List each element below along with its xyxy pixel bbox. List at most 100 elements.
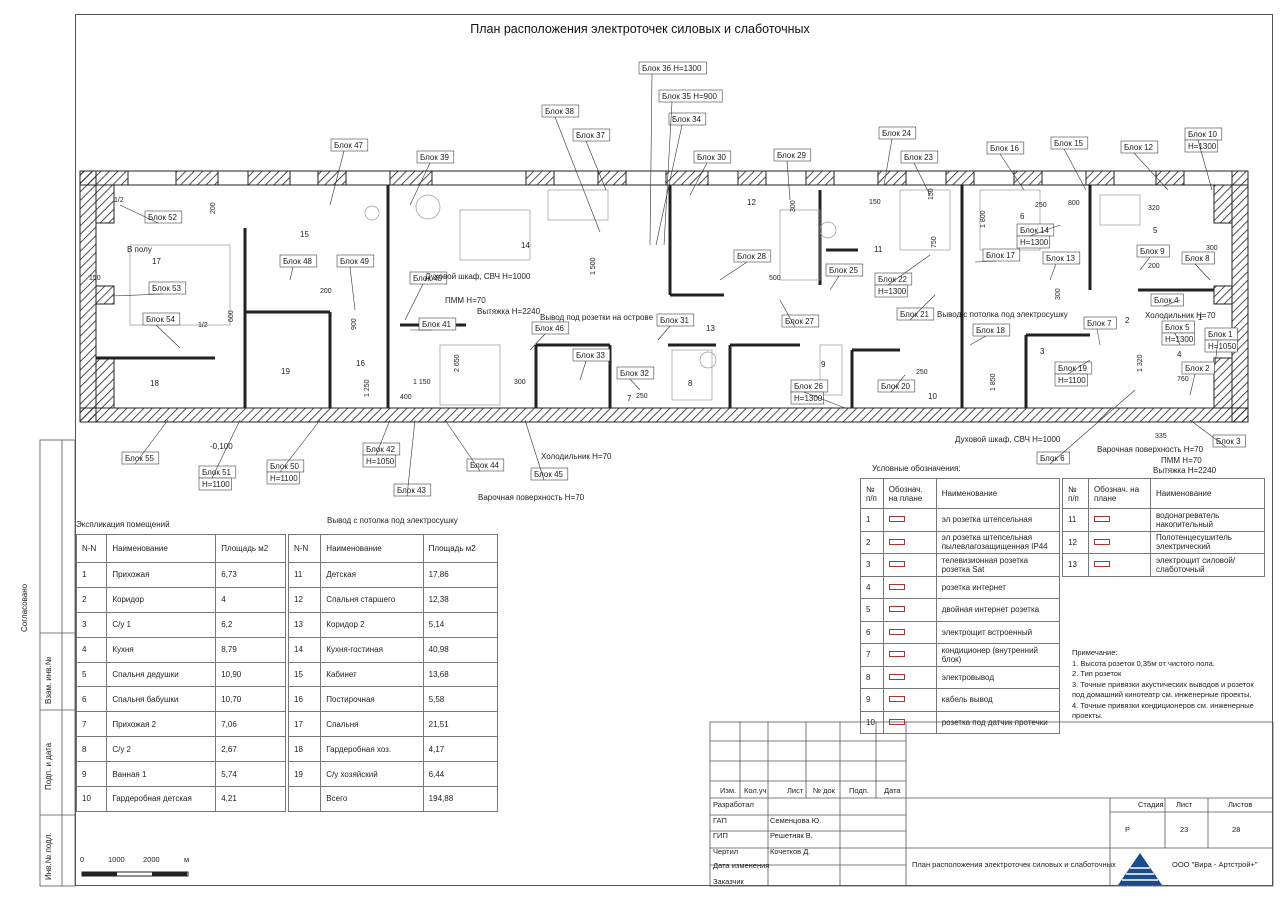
room-no: 15	[287, 661, 322, 688]
stamp-person-3: Кочетков Д.	[770, 847, 811, 856]
stamp-role-4: Дата изменения	[713, 861, 770, 870]
furniture	[129, 189, 1141, 406]
block-label-b3-frame	[1212, 434, 1246, 448]
legend-no: 4	[860, 575, 884, 599]
block-label-b4-frame	[1150, 293, 1184, 307]
room-number-6: 6	[1020, 212, 1025, 221]
block-label-b28: Блок 28	[737, 252, 767, 261]
dimension-9: 300	[790, 200, 797, 212]
dimension-26: 250	[636, 393, 648, 400]
dimension-12: 320	[1148, 205, 1160, 212]
note-item-3: 4. Точные привязки кондиционеров см. инж…	[1072, 700, 1254, 721]
leader	[524, 419, 545, 481]
legend-symbol-icon	[882, 508, 937, 532]
leader	[409, 162, 431, 206]
leader	[1194, 263, 1211, 281]
room-area: 5,58	[422, 686, 499, 713]
leader	[111, 293, 163, 297]
block-label-b54: Блок 54	[146, 315, 176, 324]
dimension-17: 800	[1068, 200, 1080, 207]
leader	[887, 254, 931, 286]
stamp-person-1: Семенцова Ю.	[770, 816, 822, 825]
block-label-b5: Блок 5	[1165, 323, 1190, 332]
block-label-b7: Блок 7	[1087, 319, 1112, 328]
annotation-a1: Духовой шкаф, СВЧ Н=1000	[425, 272, 531, 281]
room-number-15: 15	[300, 230, 309, 239]
leader	[444, 419, 481, 472]
block-label-b24: Блок 24	[882, 129, 912, 138]
block-label-b39: Блок 39	[420, 153, 450, 162]
drawing-title: План расположения электроточек силовых и…	[470, 22, 810, 36]
annotation-a9: Холодильник Н=70	[1145, 311, 1216, 320]
block-label-b27: Блок 27	[785, 317, 815, 326]
legend-symbol-icon	[882, 530, 937, 554]
legend-symbol-icon	[882, 688, 937, 712]
room-name: Всего	[320, 786, 424, 812]
block-label-b43: Блок 43	[397, 486, 427, 495]
block-label-b8-frame	[1181, 251, 1215, 265]
stamp-col-2: Лист	[787, 786, 804, 795]
block-label-b19: Блок 19	[1058, 364, 1088, 373]
stamp-role-0: Разработал	[713, 800, 754, 809]
legend-no: 11	[1061, 508, 1090, 532]
dimension-29: 335	[1155, 433, 1167, 440]
block-label-b19h-frame	[1054, 373, 1088, 387]
room-area: 4,17	[422, 736, 499, 763]
block-label-b12: Блок 12	[1124, 143, 1154, 152]
legend-name: кабель вывод	[935, 688, 1061, 712]
room-area: 2,67	[215, 736, 286, 763]
legend-symbol-icon	[1088, 508, 1152, 532]
room-no: 16	[287, 686, 322, 713]
block-label-b45-frame	[530, 467, 569, 481]
notes-title: Примечание:	[1072, 648, 1118, 657]
dimension-14: 200	[1148, 263, 1160, 270]
block-label-b31: Блок 31	[660, 316, 690, 325]
block-label-b53: Блок 53	[152, 284, 182, 293]
notes: Примечание: 1. Высота розеток 0,35м от ч…	[1072, 648, 1262, 722]
legend-symbol-icon	[882, 710, 937, 734]
leader	[1029, 224, 1061, 237]
block-label-b14: Блок 14	[1020, 226, 1050, 235]
annotation-a11: Варочная поверхность Н=70	[1097, 445, 1204, 454]
leader	[529, 333, 546, 351]
block-label-b37-frame	[572, 128, 611, 142]
block-label-b10: Блок 10	[1188, 130, 1218, 139]
dimension-10: 150	[869, 199, 881, 206]
room-number-2: 2	[1125, 316, 1130, 325]
block-label-b7-frame	[1083, 316, 1117, 330]
room-number-10: 10	[928, 392, 937, 401]
dimension-7: 1 500	[590, 257, 597, 275]
room-area: 8,79	[215, 636, 286, 663]
dimension-28: 1 320	[1137, 354, 1144, 372]
rooms-header-0: N-N	[287, 534, 322, 563]
block-label-b55: Блок 55	[125, 454, 155, 463]
room-area: 6,44	[422, 761, 499, 788]
block-label-b33-frame	[572, 348, 611, 362]
block-label-b19h: Н=1100	[1058, 376, 1086, 385]
block-label-b24-frame	[878, 126, 917, 140]
block-label-b42: Блок 42	[366, 445, 396, 454]
block-label-b50h: Н=1100	[270, 474, 298, 483]
dimension-0: 200	[210, 202, 217, 214]
room-name: Детская	[320, 562, 424, 588]
legend-no: 7	[860, 643, 884, 667]
room-name: Спальня	[320, 711, 424, 738]
legend-header-2: Наименование	[935, 478, 1061, 509]
legend-name: розетка интернет	[935, 575, 1061, 599]
room-name: Гардеробная хоз.	[320, 736, 424, 763]
leader	[349, 266, 356, 311]
legend-name: электровывод	[935, 665, 1061, 689]
room-name: С/у 2	[106, 736, 217, 763]
legend-header-0: № п/п	[860, 478, 884, 509]
dimension-5: 1/2	[198, 322, 208, 329]
partitions	[96, 185, 1214, 408]
block-label-b47: Блок 47	[334, 141, 364, 150]
left-bar-label-3: Инв.№ подл.	[44, 832, 53, 880]
